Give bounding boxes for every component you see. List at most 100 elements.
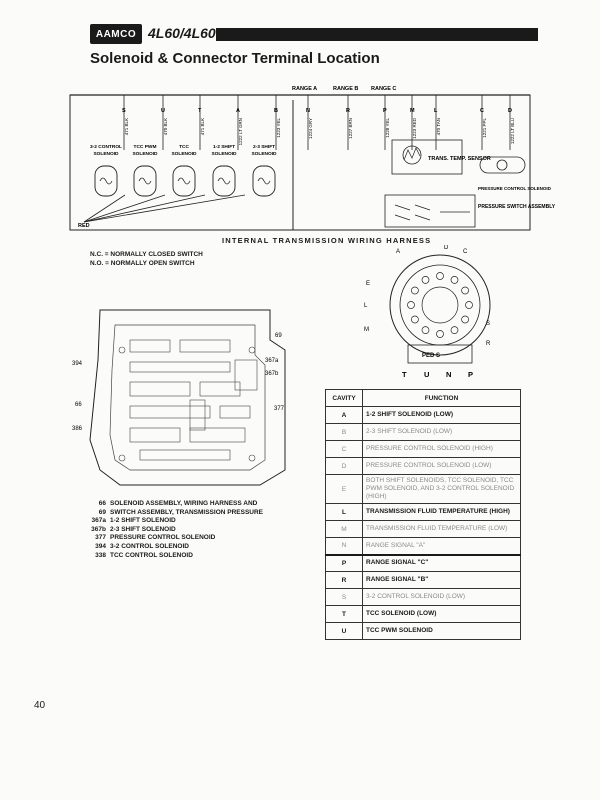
connector-pin (436, 330, 444, 338)
coil-icon (99, 177, 113, 185)
valve-callout: 377 (274, 406, 285, 412)
left-wire-label: RED (78, 223, 90, 229)
connector-pin-label: E (366, 281, 370, 287)
legend-no: N.O. = NORMALLY OPEN SWITCH (90, 260, 195, 267)
cavity-cell: U (325, 622, 363, 640)
range-label-a: RANGE A (292, 86, 317, 92)
coil-icon (217, 177, 231, 185)
cavity-cell: A (325, 406, 363, 424)
cavity-cell: L (325, 503, 363, 521)
function-cell: BOTH SHIFT SOLENOIDS, TCC SOLENOID, TCC … (362, 474, 521, 504)
range-label-b: RANGE B (333, 86, 358, 92)
valve-callout: 66 (75, 402, 82, 408)
function-cell: RANGE SIGNAL "A" (362, 537, 521, 555)
wire-code: 1221 PPL (482, 118, 487, 138)
valve-callout: 367b (265, 371, 279, 377)
temp-sensor-box (391, 139, 463, 175)
cavity-cell: E (325, 474, 363, 504)
solenoid-icon (252, 165, 276, 197)
coil-icon (177, 177, 191, 185)
valve-callout: 386 (72, 426, 83, 432)
solenoid-label: SOLENOID (93, 151, 119, 157)
cavity-cell: D (325, 457, 363, 475)
cavity-cell: T (325, 605, 363, 623)
connector-bottom-pin: N (446, 370, 451, 379)
function-cell: 2-3 SHIFT SOLENOID (LOW) (362, 423, 521, 441)
wire-code: 1228 YEL (385, 118, 390, 138)
part-description: SOLENOID ASSEMBLY, WIRING HARNESS AND (110, 500, 258, 507)
cavity-cell: N (325, 537, 363, 555)
part-number: 66 (98, 500, 106, 507)
connector-pin (407, 301, 415, 309)
function-cell: RANGE SIGNAL "B" (362, 571, 521, 589)
terminal-label: L (434, 108, 438, 114)
function-cell: 1-2 SHIFT SOLENOID (LOW) (362, 406, 521, 424)
wire-code: 1224 GRY (308, 118, 313, 139)
wire-code: 471 BLK (124, 118, 129, 135)
connector-bottom-label: PED S (422, 353, 440, 359)
part-row: 394 3-2 CONTROL SOLENOID (82, 543, 322, 552)
solenoid-label: SOLENOID (211, 151, 237, 157)
connector-pin-label: C (463, 249, 468, 255)
connector-pin-label: A (396, 249, 400, 255)
wire-code: 1223 YEL (276, 118, 281, 138)
solenoid-icon (133, 165, 157, 197)
connector-pin-label: L (364, 303, 368, 309)
wire-code: 1223 RED (412, 117, 417, 139)
function-cell: TCC PWM SOLENOID (362, 622, 521, 640)
part-description: 2-3 SHIFT SOLENOID (110, 525, 176, 533)
cavity-cell: P (325, 553, 363, 572)
valve-callout: 69 (275, 333, 282, 339)
solenoid-label: SOLENOID (251, 151, 277, 157)
valve-callout: 394 (72, 361, 83, 367)
cavity-cell: B (325, 423, 363, 441)
terminal-label: B (274, 108, 278, 114)
terminal-label: M (410, 108, 415, 114)
wire-code: 471 BLK (200, 118, 205, 135)
function-cell: 3-2 CONTROL SOLENOID (LOW) (362, 588, 521, 606)
connector-pin (421, 326, 430, 334)
part-row: 66 SOLENOID ASSEMBLY, WIRING HARNESS AND (82, 500, 322, 509)
header-bar (216, 28, 538, 41)
harness-title: INTERNAL TRANSMISSION WIRING HARNESS (222, 236, 432, 245)
page-number: 40 (34, 700, 46, 711)
solenoid-label: SOLENOID (171, 151, 197, 157)
part-number: 394 (95, 542, 106, 550)
terminal-label: U (161, 108, 165, 114)
connector-pins (407, 272, 473, 338)
model-title: 4L60/4L60-E (148, 25, 230, 41)
part-description: 3-2 CONTROL SOLENOID (110, 542, 189, 550)
part-description: 1-2 SHIFT SOLENOID (110, 517, 176, 525)
connector-pin (465, 301, 473, 309)
solenoid-label: TCC PWM (134, 144, 157, 150)
connector-pin (436, 272, 444, 280)
terminal-label: A (236, 108, 240, 114)
page-title: Solenoid & Connector Terminal Location (90, 50, 380, 67)
legend-nc: N.C. = NORMALLY CLOSED SWITCH (90, 251, 203, 258)
solenoid-label: 2-3 SHIFT (253, 144, 275, 150)
terminal-label: S (122, 108, 126, 114)
part-description: SWITCH ASSEMBLY, TRANSMISSION PRESSURE (110, 508, 264, 516)
range-label-c: RANGE C (371, 86, 396, 92)
terminal-label: T (198, 108, 202, 114)
table-header-row: CAVITY FUNCTION (325, 389, 521, 407)
pressure-switch-label: PRESSURE SWITCH ASSEMBLY (478, 204, 556, 210)
pressure-control-label: PRESSURE CONTROL SOLENOID (478, 186, 552, 191)
